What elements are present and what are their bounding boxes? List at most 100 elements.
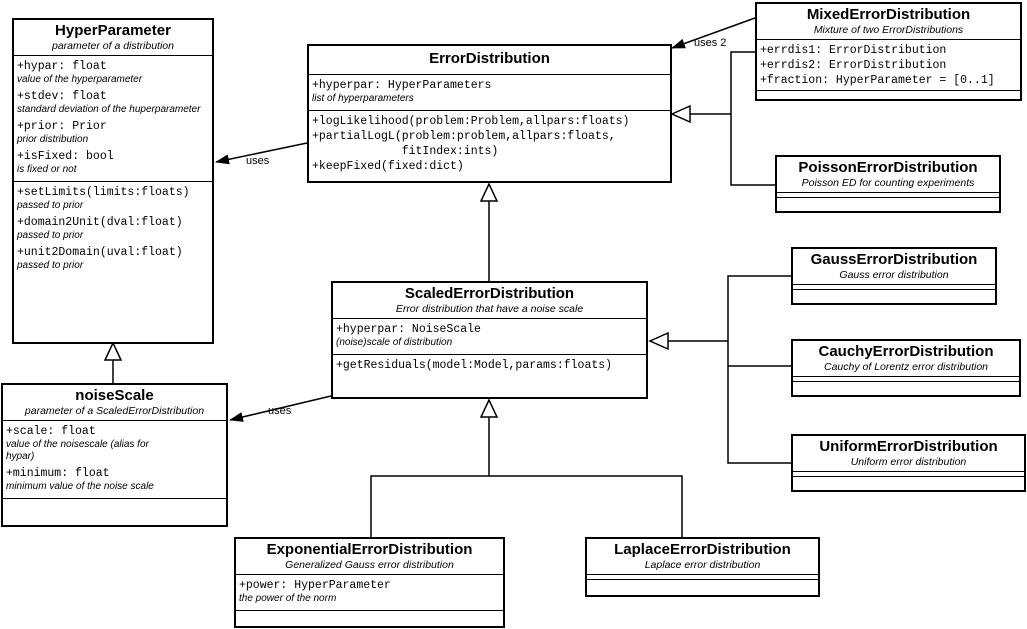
attribute-signature: +isFixed: bool (17, 150, 114, 163)
method-section (757, 90, 1020, 95)
method-signature: +getResiduals(model:Model,params:floats) (336, 359, 613, 372)
inherit-exponential-laplace-to-scaled (370, 398, 683, 537)
class-mixed-error-distribution[interactable]: MixedErrorDistribution Mixture of two Er… (755, 2, 1022, 101)
attribute-section (777, 192, 999, 197)
inherit-scaled-to-error (479, 182, 499, 281)
attribute-note: list of hyperparameters (312, 93, 414, 104)
method-section: +logLikelihood(problem:Problem,allpars:f… (309, 110, 670, 176)
class-scaled-error-distribution[interactable]: ScaledErrorDistribution Error distributi… (331, 281, 648, 399)
assoc-uses-errordist-hyperparameter (215, 142, 308, 165)
inherit-noisescale-to-hyperparameter (103, 341, 123, 383)
class-name: ErrorDistribution (429, 50, 550, 67)
class-name: HyperParameter (55, 22, 171, 39)
inherit-gauss-cauchy-uniform-to-scaled (648, 275, 791, 464)
class-description: parameter of a ScaledErrorDistribution (24, 405, 205, 417)
attribute-note: the power of the norm (239, 593, 337, 604)
attribute-section (793, 284, 995, 289)
attribute-note: (noise)scale of distribution (336, 337, 453, 348)
class-description: Uniform error distribution (850, 456, 967, 468)
class-gauss-error-distribution[interactable]: GaussErrorDistribution Gauss error distr… (791, 247, 997, 305)
class-cauchy-error-distribution[interactable]: CauchyErrorDistribution Cauchy of Lorent… (791, 339, 1021, 397)
method-note: passed to prior (17, 200, 84, 211)
class-name: UniformErrorDistribution (819, 438, 998, 455)
class-exponential-error-distribution[interactable]: ExponentialErrorDistribution Generalized… (234, 537, 505, 628)
method-signature: +logLikelihood(problem:Problem,allpars:f… (312, 115, 630, 128)
class-hyper-parameter[interactable]: HyperParameter parameter of a distributi… (12, 18, 214, 344)
class-description: Error distribution that have a noise sca… (395, 303, 584, 315)
class-name: GaussErrorDistribution (810, 251, 978, 268)
method-signature: +domain2Unit(dval:float) (17, 216, 183, 229)
method-note: passed to prior (17, 260, 84, 271)
attribute-section: +hyperpar: NoiseScale(noise)scale of dis… (333, 318, 646, 354)
method-section (236, 610, 503, 615)
method-note: passed to prior (17, 230, 84, 241)
assoc-uses2-mixed-errordist (671, 17, 756, 49)
class-name: MixedErrorDistribution (806, 6, 971, 23)
inherit-mixed-poisson-to-error (670, 51, 775, 186)
class-name: ExponentialErrorDistribution (266, 541, 473, 558)
method-section (587, 579, 818, 584)
class-poisson-error-distribution[interactable]: PoissonErrorDistribution Poisson ED for … (775, 155, 1001, 213)
class-description: Laplace error distribution (644, 559, 761, 571)
attribute-signature: +scale: float (6, 425, 96, 438)
attribute-note: minimum value of the noise scale (6, 481, 154, 492)
label-uses-noise: uses (268, 405, 292, 417)
attribute-signature: +errdis1: ErrorDistribution (760, 44, 947, 57)
class-description: Gauss error distribution (839, 269, 949, 281)
attribute-note: prior distribution (17, 134, 89, 145)
method-signature: +keepFixed(fixed:dict) (312, 160, 464, 173)
method: +unit2Domain(uval:float)passed to prior (17, 245, 209, 272)
class-noise-scale[interactable]: noiseScale parameter of a ScaledErrorDis… (1, 383, 228, 527)
attribute-section (793, 471, 1024, 476)
method-section (777, 197, 999, 202)
class-description: Cauchy of Lorentz error distribution (824, 361, 988, 373)
method-section: +getResiduals(model:Model,params:floats) (333, 354, 646, 375)
method-section: +setLimits(limits:floats)passed to prior… (14, 181, 212, 277)
assoc-uses-scaled-noisescale (229, 395, 332, 422)
method: +setLimits(limits:floats)passed to prior (17, 185, 209, 212)
class-name: LaplaceErrorDistribution (614, 541, 791, 558)
method-signature: +setLimits(limits:floats) (17, 186, 190, 199)
class-uniform-error-distribution[interactable]: UniformErrorDistribution Uniform error d… (791, 434, 1026, 492)
class-name: PoissonErrorDistribution (798, 159, 978, 176)
attribute-section (793, 376, 1019, 381)
class-laplace-error-distribution[interactable]: LaplaceErrorDistribution Laplace error d… (585, 537, 820, 597)
attribute-note: value of the noisescale (alias for hypar… (6, 439, 149, 462)
class-description: Generalized Gauss error distribution (285, 559, 454, 571)
class-name: ScaledErrorDistribution (404, 285, 575, 302)
class-description: parameter of a distribution (52, 40, 174, 52)
method: +domain2Unit(dval:float)passed to prior (17, 215, 209, 242)
attribute-signature: +stdev: float (17, 90, 107, 103)
attribute-note: is fixed or not (17, 164, 77, 175)
method-section (3, 498, 226, 503)
attribute-signature: +hyperpar: NoiseScale (336, 323, 481, 336)
attribute-note: value of the hyperparameter (17, 74, 143, 85)
class-description: Poisson ED for counting experiments (801, 177, 975, 189)
class-name: noiseScale (75, 387, 154, 404)
attribute-note: standard deviation of the huperparameter (17, 104, 201, 115)
class-error-distribution[interactable]: ErrorDistribution +hyperpar: HyperParame… (307, 44, 672, 183)
attribute-signature: +power: HyperParameter (239, 579, 391, 592)
class-description: Mixture of two ErrorDistributions (813, 24, 964, 36)
method-signature: +unit2Domain(uval:float) (17, 246, 183, 259)
method-section (793, 381, 1019, 386)
label-uses-hyper: uses (246, 155, 270, 167)
label-uses-2: uses 2 (694, 37, 726, 49)
attribute-section (587, 574, 818, 579)
attribute-signature: +prior: Prior (17, 120, 107, 133)
method-signature: +partialLogL(problem:problem,allpars:flo… (312, 130, 616, 158)
attribute-signature: +hyperpar: HyperParameters (312, 79, 492, 92)
attribute-signature: +hypar: float (17, 60, 107, 73)
